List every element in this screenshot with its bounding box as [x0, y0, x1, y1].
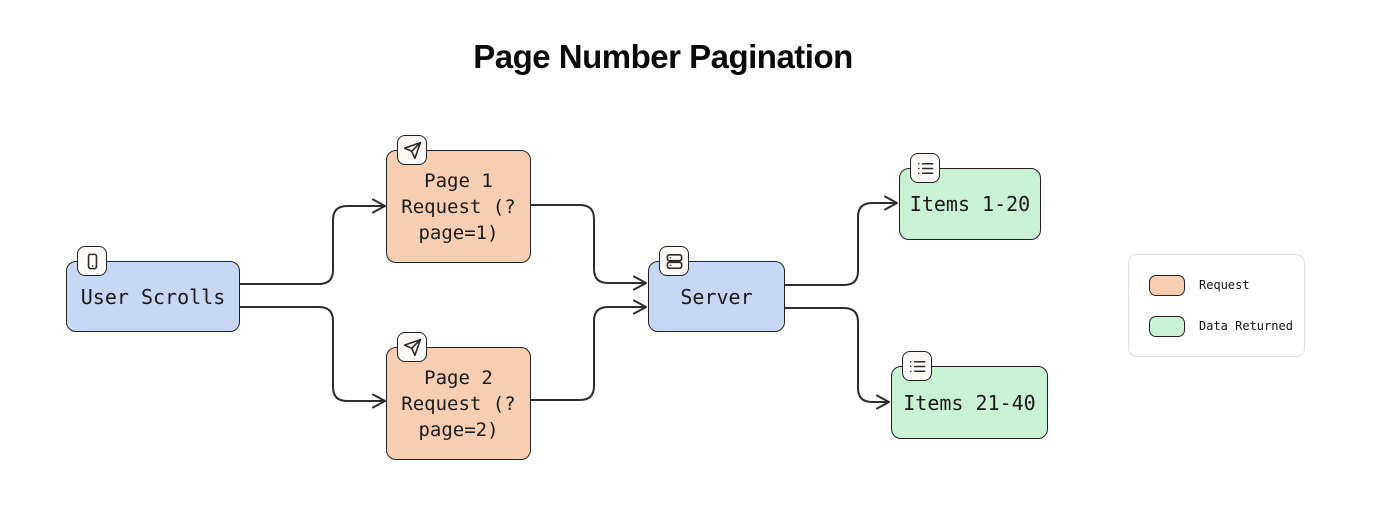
- node-label: Page 2 Request (? page=2): [401, 366, 516, 441]
- list-icon: [910, 153, 940, 183]
- node-label: Items 21-40: [903, 390, 1036, 415]
- arrowhead-icon: [633, 299, 647, 315]
- send-icon: [397, 332, 427, 362]
- node-user-scrolls: User Scrolls: [66, 246, 240, 332]
- edge-server-to-items-1-20: [784, 195, 898, 286]
- edge-page-1-request-to-server: [530, 204, 647, 291]
- node-items-21-40: Items 21-40: [891, 351, 1048, 439]
- node-server: Server: [648, 246, 785, 332]
- legend-label: Data Returned: [1199, 319, 1293, 333]
- list-icon: [902, 351, 932, 381]
- legend: Request Data Returned: [1128, 254, 1305, 357]
- edge-user-scrolls-to-page-2-request: [239, 306, 386, 409]
- arrowhead-icon: [884, 195, 898, 211]
- legend-label: Request: [1199, 278, 1250, 292]
- arrowhead-icon: [633, 275, 647, 291]
- data-returned-swatch: [1149, 315, 1185, 337]
- edge-page-2-request-to-server: [530, 299, 647, 401]
- arrowhead-icon: [372, 393, 386, 409]
- arrowhead-icon: [876, 394, 890, 410]
- node-label: Server: [680, 284, 753, 309]
- arrowhead-icon: [372, 198, 386, 214]
- node-page-1-request: Page 1 Request (? page=1): [386, 135, 531, 263]
- node-label: Items 1-20: [909, 192, 1031, 216]
- node-items-1-20: Items 1-20: [899, 153, 1041, 240]
- edge-user-scrolls-to-page-1-request: [239, 198, 386, 285]
- request-swatch: [1149, 274, 1185, 296]
- diagram-title: Page Number Pagination: [473, 38, 853, 75]
- legend-item-request: Request: [1149, 274, 1304, 296]
- node-label: Page 1 Request (? page=1): [401, 169, 516, 244]
- send-icon: [397, 135, 427, 165]
- smartphone-icon: [77, 246, 107, 276]
- node-label: User Scrolls: [80, 284, 226, 309]
- legend-item-data-returned: Data Returned: [1149, 315, 1304, 337]
- edge-server-to-items-21-40: [784, 307, 890, 410]
- node-page-2-request: Page 2 Request (? page=2): [386, 332, 531, 460]
- server-icon: [659, 246, 689, 276]
